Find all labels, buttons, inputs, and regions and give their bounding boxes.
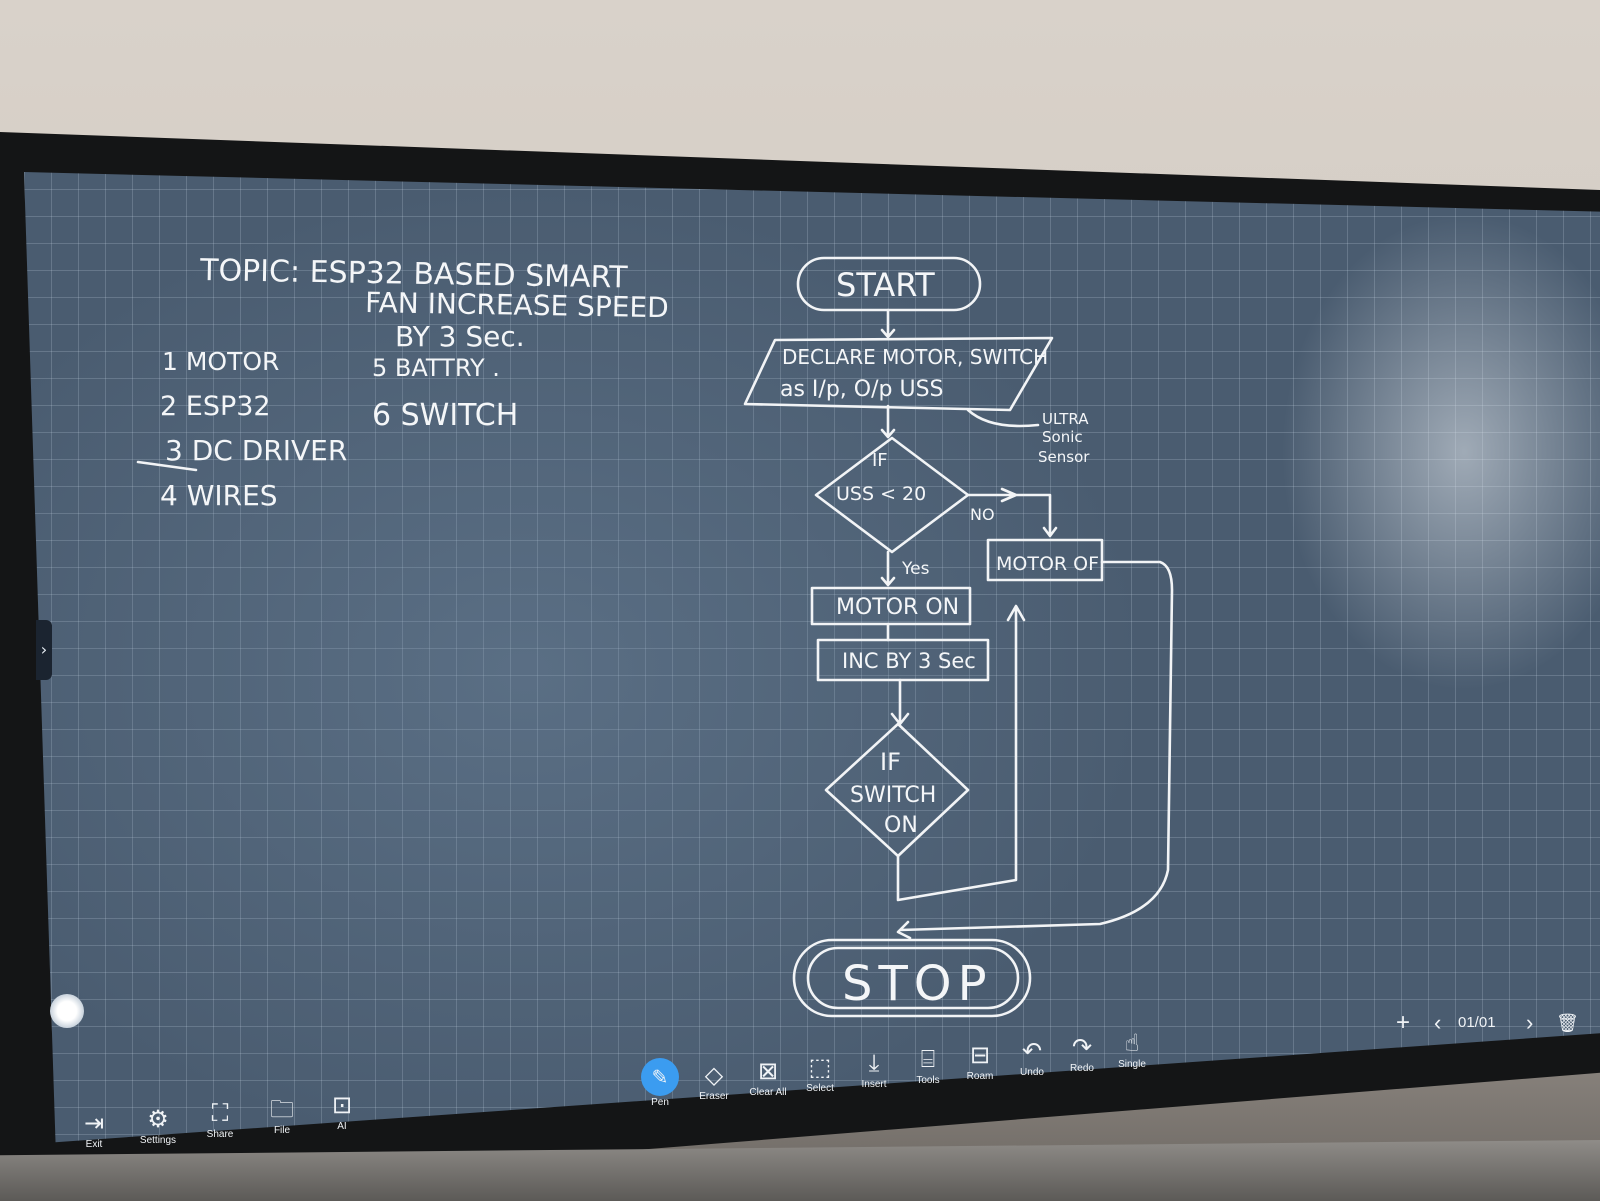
stop-terminal-outline (806, 946, 1020, 1010)
exit-button[interactable]: ⇥ Exit (66, 1108, 122, 1152)
component-6: 6 SWITCH (372, 398, 518, 433)
no-label: NO (970, 505, 995, 524)
clear-all-button[interactable]: ⊠ Clear All (740, 1056, 796, 1100)
roam-icon: ⊟ (969, 1041, 991, 1069)
share-button[interactable]: ⛶ Share (192, 1098, 248, 1142)
side-note-1: ULTRA (1042, 410, 1089, 428)
insert-button[interactable]: ⤓ Insert (846, 1048, 902, 1092)
pen-icon: ✎ (641, 1058, 679, 1096)
prev-page-button[interactable]: ‹ (1434, 1010, 1442, 1035)
declare-line-1: DECLARE MOTOR, SWITCH (782, 345, 1048, 369)
roam-button[interactable]: ⊟ Roam (952, 1040, 1008, 1084)
file-button[interactable]: 🗀 File (254, 1094, 310, 1138)
folder-icon: 🗀 (270, 1095, 294, 1123)
eraser-icon: ◇ (704, 1061, 724, 1089)
floating-assist-button[interactable] (50, 994, 84, 1028)
exit-icon: ⇥ (83, 1109, 105, 1137)
page-indicator: 01/01 (1458, 1014, 1496, 1031)
tools-button[interactable]: ⌸ Tools (900, 1044, 956, 1088)
declare-parallelogram (743, 336, 1054, 412)
redo-button[interactable]: ↷ Redo (1054, 1032, 1110, 1076)
ai-button[interactable]: ⊡ AI (314, 1090, 370, 1134)
select-icon: ⬚ (808, 1053, 832, 1081)
trash-icon[interactable]: 🗑 (1556, 1013, 1579, 1033)
side-note-pointer (966, 408, 1040, 428)
eraser-button[interactable]: ◇ Eraser (686, 1060, 742, 1104)
motor-off-label: MOTOR OF (996, 553, 1099, 575)
inc-box (816, 638, 990, 682)
component-3: 3 DC DRIVER (165, 434, 347, 467)
select-button[interactable]: ⬚ Select (792, 1052, 848, 1096)
component-4: 4 WIRES (160, 479, 278, 512)
strike-line (136, 460, 198, 472)
tools-icon: ⌸ (920, 1045, 936, 1073)
switch-line-3: ON (884, 813, 918, 838)
arrow-inc-switch (890, 678, 910, 726)
undo-button[interactable]: ↶ Undo (1004, 1036, 1060, 1080)
motor-on-label: MOTOR ON (836, 595, 959, 620)
gear-icon: ⚙ (147, 1105, 169, 1133)
page-navigation: + ‹ 01/01 › 🗑 (1396, 1008, 1586, 1038)
whiteboard-canvas[interactable] (24, 172, 1600, 1143)
pen-button[interactable]: ✎ Pen (632, 1058, 688, 1110)
next-page-button[interactable]: › (1526, 1010, 1534, 1035)
side-note-3: Sensor (1038, 448, 1090, 466)
add-page-button[interactable]: + (1396, 1009, 1411, 1036)
switch-line-2: SWITCH (850, 783, 936, 808)
robot-icon: ⊡ (331, 1091, 353, 1119)
component-2: 2 ESP32 (160, 391, 271, 422)
insert-icon: ⤓ (868, 1049, 880, 1077)
component-5: 5 BATTRY . (372, 354, 500, 382)
topic-line-2: FAN INCREASE SPEED (365, 286, 669, 324)
arrow-start-declare (880, 308, 896, 339)
share-icon: ⛶ (211, 1099, 229, 1127)
stop-label: STOP (842, 956, 993, 1012)
inc-label: INC BY 3 Sec (842, 649, 976, 673)
component-1: 1 MOTOR (162, 347, 279, 376)
yes-branch-line (880, 550, 896, 587)
arrow-declare-decision (880, 404, 896, 439)
yes-label: Yes (901, 559, 930, 579)
motoroff-to-stop-line (896, 560, 1174, 940)
settings-button[interactable]: ⚙ Settings (130, 1104, 186, 1148)
declare-line-2: as I/p, O/p USS (780, 377, 944, 402)
switch-line-1: IF (880, 748, 901, 776)
decision-if: IF (872, 450, 888, 471)
decision-condition: USS < 20 (836, 483, 926, 505)
motor-off-box (986, 538, 1104, 582)
no-branch-line (966, 487, 1058, 538)
hand-icon: ☝ (1124, 1029, 1140, 1057)
stop-terminal (792, 938, 1032, 1018)
undo-icon: ↶ (1021, 1037, 1043, 1065)
redo-icon: ↷ (1071, 1033, 1093, 1061)
clear-all-icon: ⊠ (757, 1057, 779, 1085)
topic-line-1: TOPIC: ESP32 BASED SMART (199, 253, 629, 295)
single-button[interactable]: ☝ Single (1104, 1028, 1160, 1072)
motor-on-box (810, 586, 972, 626)
side-note-2: Sonic (1042, 428, 1083, 446)
start-label: START (836, 266, 935, 304)
side-panel-toggle[interactable]: › (36, 620, 52, 680)
topic-line-3: BY 3 Sec. (395, 320, 525, 353)
decision-diamond-uss (814, 436, 970, 554)
loop-back-line (896, 604, 1026, 902)
